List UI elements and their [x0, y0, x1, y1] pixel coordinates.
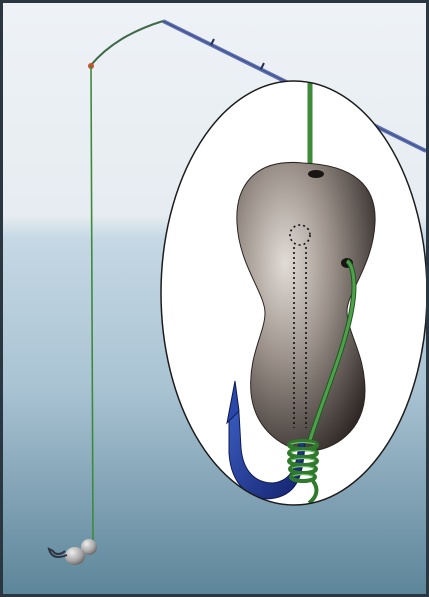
sinker-top-hole: [308, 170, 324, 178]
fishing-rig-diagram: [3, 3, 426, 594]
